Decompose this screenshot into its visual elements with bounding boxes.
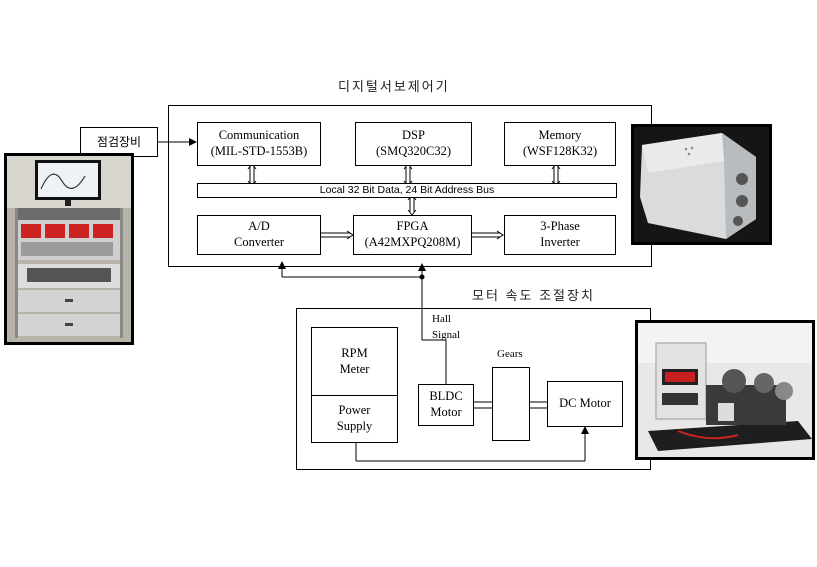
- motor-testbench-photo: [635, 320, 815, 460]
- memory-block: Memory (WSF128K32): [504, 122, 616, 166]
- bldc-title: BLDC: [429, 389, 463, 404]
- power-title: Power: [338, 403, 371, 418]
- dsp-part: (SMQ320C32): [375, 144, 451, 158]
- hall-signal-label: Hall Signal: [432, 312, 460, 344]
- fpga-block: FPGA (A42MXPQ208M): [353, 215, 472, 255]
- dsp-title: DSP: [402, 128, 425, 143]
- inspection-equipment-box: 점검장비: [80, 127, 158, 157]
- servo-controller-photo: [631, 124, 772, 245]
- inverter-block: 3-Phase Inverter: [504, 215, 616, 255]
- hall-label: Hall: [432, 313, 451, 325]
- communication-part: (MIL-STD-1553B): [210, 144, 308, 158]
- meter-title: Meter: [339, 361, 370, 376]
- communication-title: Communication: [218, 128, 300, 143]
- controller-unit-illustration: [634, 127, 769, 242]
- junction-dot: [419, 274, 425, 280]
- rpm-title: RPM: [341, 345, 368, 360]
- gears-block: [492, 367, 530, 441]
- fpga-title: FPGA: [396, 219, 429, 234]
- dc-motor-title: DC Motor: [559, 396, 611, 411]
- controller-title: 디지털서보제어기: [338, 79, 450, 94]
- gears-label: Gears: [497, 348, 523, 360]
- local-bus: Local 32 Bit Data, 24 Bit Address Bus: [197, 183, 617, 198]
- inspection-equipment-photo: [4, 153, 134, 345]
- inverter-title: 3-Phase: [540, 219, 580, 234]
- fpga-inverter-double-arrow: [472, 230, 504, 240]
- equipment-rack-illustration: [7, 156, 131, 342]
- memory-part: (WSF128K32): [522, 144, 598, 158]
- rpm-meter-section: RPM Meter: [312, 328, 397, 396]
- adc-title: A/D: [248, 219, 270, 234]
- adc-block: A/D Converter: [197, 215, 321, 255]
- rpm-power-block: RPM Meter Power Supply: [311, 327, 398, 443]
- communication-block: Communication (MIL-STD-1553B): [197, 122, 321, 166]
- fpga-part: (A42MXPQ208M): [364, 235, 461, 249]
- dsp-block: DSP (SMQ320C32): [355, 122, 472, 166]
- supply-title: Supply: [336, 419, 373, 433]
- dc-motor-block: DC Motor: [547, 381, 623, 427]
- speed-control-title: 모터 속도 조절장치: [472, 288, 595, 303]
- local-bus-label: Local 32 Bit Data, 24 Bit Address Bus: [319, 183, 495, 196]
- inverter-subtitle: Inverter: [540, 235, 580, 249]
- memory-title: Memory: [538, 128, 582, 143]
- inspection-equipment-label: 점검장비: [96, 134, 142, 149]
- bldc-motor-block: BLDC Motor: [418, 384, 474, 426]
- signal-label: Signal: [432, 328, 461, 341]
- testbench-illustration: [638, 323, 812, 457]
- bldc-subtitle: Motor: [430, 405, 462, 419]
- power-supply-section: Power Supply: [312, 396, 397, 442]
- adc-subtitle: Converter: [234, 235, 284, 249]
